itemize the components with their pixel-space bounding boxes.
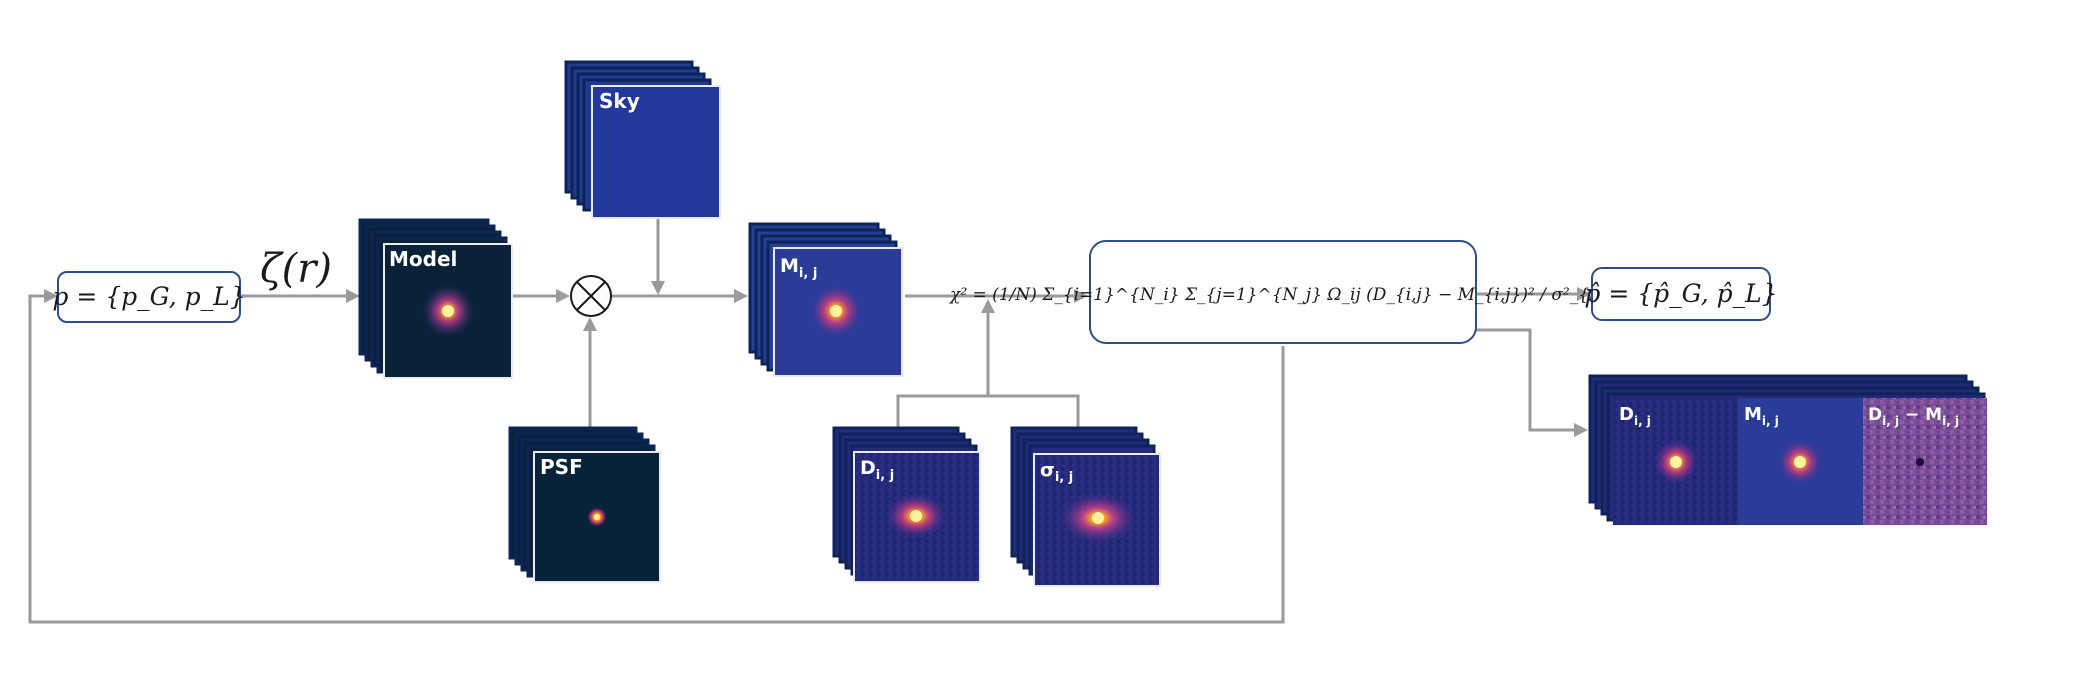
arrowhead: [346, 289, 360, 303]
bracket-data-sigma: [896, 394, 1080, 428]
chi2-box: χ² = (1/N) Σ_{i=1}^{N_i} Σ_{j=1}^{N_j} Ω…: [949, 240, 1616, 344]
svg-text:Mi, j: Mi, j: [1744, 404, 1779, 428]
out-residual-minus: − M: [1899, 405, 1942, 425]
svg-text:Di, j: Di, j: [1619, 404, 1651, 428]
arrowhead: [583, 317, 597, 331]
chi2-formula: χ² = (1/N) Σ_{i=1}^{N_i} Σ_{j=1}^{N_j} Ω…: [949, 285, 1616, 305]
params-input-box: p = {p_G, p_L}: [52, 271, 246, 323]
sky-label: Sky: [599, 89, 640, 113]
arrowhead: [651, 281, 665, 295]
out-model-label: M: [1744, 404, 1762, 425]
out-data-label: D: [1619, 404, 1634, 425]
svg-text:σi, j: σi, j: [1040, 459, 1073, 485]
mij-stack: Mi, j: [748, 222, 903, 377]
arrowhead: [1574, 423, 1588, 437]
psf-label: PSF: [540, 455, 583, 479]
feedback-loop-line: [28, 294, 1285, 624]
out-residual-subscript: i, j: [1882, 414, 1899, 428]
data-stack: Di, j: [832, 426, 981, 583]
out-residual-subscript2: i, j: [1942, 414, 1959, 428]
params-input-label: p = {p_G, p_L}: [52, 282, 245, 311]
svg-text:Mi, j: Mi, j: [780, 255, 817, 281]
out-model-subscript: i, j: [1762, 414, 1779, 428]
arrowhead: [1577, 287, 1591, 301]
params-output-box: p̂ = {p̂_G, p̂_L}: [1584, 267, 1778, 321]
mij-subscript: i, j: [799, 266, 817, 281]
model-stack: Model: [358, 218, 513, 379]
psf-stack: PSF: [508, 426, 661, 583]
mij-label: M: [780, 255, 799, 277]
profile-function-label: ζ(r): [260, 246, 332, 292]
arrowhead: [734, 289, 748, 303]
out-residual-label: D: [1868, 405, 1882, 425]
svg-text:Di, j − Mi, j: Di, j − Mi, j: [1868, 405, 1959, 428]
params-output-label: p̂ = {p̂_G, p̂_L}: [1584, 279, 1777, 308]
dij-subscript: i, j: [876, 468, 894, 483]
arrowhead: [1074, 289, 1088, 303]
output-stack: Di, j Mi, j Di, j − Mi, j: [1588, 374, 1987, 525]
dij-label: D: [860, 457, 876, 479]
arrowhead: [44, 289, 58, 303]
out-data-subscript: i, j: [1634, 414, 1651, 428]
multiply-circle-icon: [570, 275, 612, 317]
sigma-label: σ: [1040, 459, 1055, 481]
sky-stack: Sky: [564, 60, 721, 219]
model-label: Model: [389, 247, 457, 271]
arrow-chi2-to-output: [1476, 328, 1575, 432]
svg-text:Di, j: Di, j: [860, 457, 894, 483]
arrowhead: [981, 299, 995, 313]
sigma-stack: σi, j: [1010, 426, 1161, 587]
arrowhead: [556, 289, 570, 303]
sigma-subscript: i, j: [1055, 470, 1073, 485]
